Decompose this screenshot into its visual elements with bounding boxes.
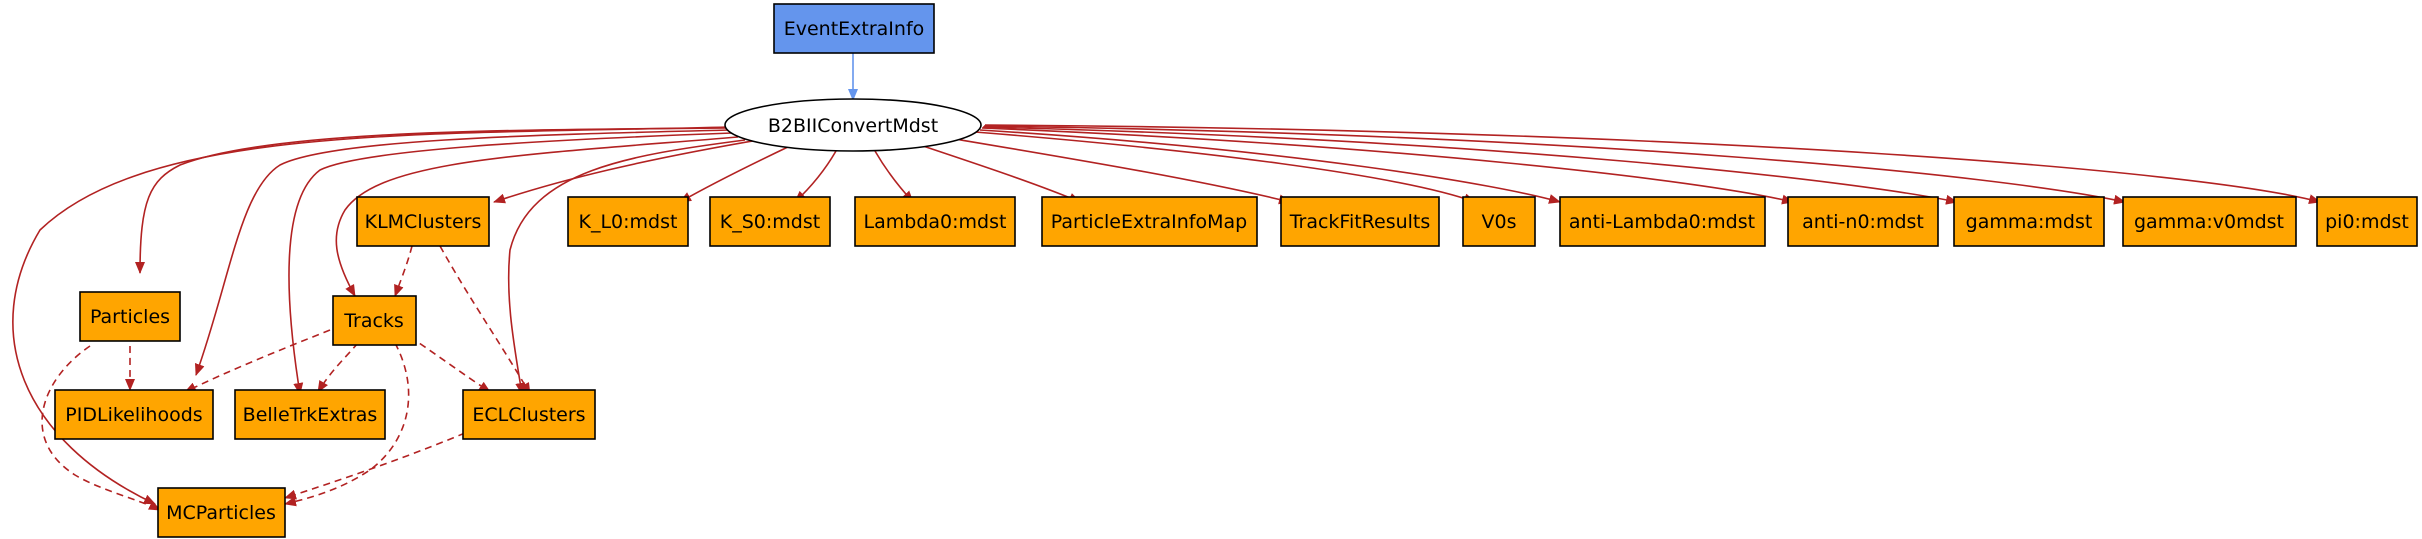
node-label: PIDLikelihoods [65, 404, 202, 426]
edge-b2biiconvertmdst-to-klmclusters [493, 137, 771, 204]
node-label: K_S0:mdst [720, 211, 820, 233]
node-particleextrainfomap[interactable]: ParticleExtraInfoMap [1041, 196, 1258, 247]
edge-b2biiconvertmdst-to-tracks [335, 136, 739, 297]
edge-eclclusters-to-mcparticles [284, 432, 466, 500]
node-v0s[interactable]: V0s [1462, 196, 1536, 247]
edge-b2biiconvertmdst-to-k-l0-mdst [679, 145, 791, 203]
edge-tracks-to-eclclusters [399, 329, 491, 393]
edge-b2biiconvertmdst-to-k-s0-mdst [794, 150, 837, 203]
node-b2biiconvertmdst[interactable]: B2BIIConvertMdst [724, 98, 982, 152]
edge-b2biiconvertmdst-to-anti-n0-mdst [981, 127, 1794, 205]
edge-tracks-to-mcparticles [284, 342, 410, 507]
edge-b2biiconvertmdst-to-gamma-v0mdst [983, 125, 2126, 205]
node-label: Particles [90, 306, 170, 328]
node-anti-n0-mdst[interactable]: anti-n0:mdst [1787, 196, 1939, 247]
node-label: V0s [1482, 211, 1517, 233]
node-eventextrainfo[interactable]: EventExtraInfo [773, 3, 935, 54]
edge-b2biiconvertmdst-to-pidlikelihoods [194, 129, 731, 376]
node-label: gamma:mdst [1966, 211, 2093, 233]
node-k-s0-mdst[interactable]: K_S0:mdst [709, 196, 831, 247]
node-anti-lambda0-mdst[interactable]: anti-Lambda0:mdst [1559, 196, 1766, 247]
node-label: anti-n0:mdst [1802, 211, 1924, 233]
node-label: B2BIIConvertMdst [768, 115, 938, 137]
node-label: MCParticles [166, 502, 276, 524]
edge-b2biiconvertmdst-to-pi0-mdst [984, 124, 2321, 205]
node-belletrkextras[interactable]: BelleTrkExtras [234, 389, 386, 440]
edge-b2biiconvertmdst-to-v0s [974, 131, 1476, 203]
node-gamma-v0mdst[interactable]: gamma:v0mdst [2122, 196, 2297, 247]
node-eclclusters[interactable]: ECLClusters [462, 389, 596, 440]
edge-b2biiconvertmdst-to-belletrkextras [288, 132, 733, 395]
edge-b2biiconvertmdst-to-eclclusters [507, 139, 746, 395]
nodes-layer: EventExtraInfo B2BIIConvertMdst KLMClust… [54, 3, 2418, 538]
node-mcparticles[interactable]: MCParticles [157, 487, 286, 538]
node-particles[interactable]: Particles [79, 291, 181, 342]
node-gamma-mdst[interactable]: gamma:mdst [1953, 196, 2105, 247]
node-label: EventExtraInfo [784, 18, 925, 40]
node-tracks[interactable]: Tracks [332, 295, 417, 346]
edge-tracks-to-belletrkextras [317, 342, 359, 393]
edge-b2biiconvertmdst-to-gamma-mdst [982, 126, 1958, 205]
edges-layer [12, 53, 2321, 511]
node-label: anti-Lambda0:mdst [1569, 211, 1755, 233]
node-trackfitresults[interactable]: TrackFitResults [1280, 196, 1440, 247]
edge-b2biiconvertmdst-to-lambda0-mdst [874, 150, 914, 203]
node-label: TrackFitResults [1289, 211, 1431, 233]
node-k-l0-mdst[interactable]: K_L0:mdst [567, 196, 689, 247]
node-klmclusters[interactable]: KLMClusters [356, 196, 490, 247]
edge-b2biiconvertmdst-to-anti-lambda0-mdst [979, 129, 1561, 204]
edge-b2biiconvertmdst-to-particleextrainfomap [919, 144, 1081, 203]
edge-particles-to-mcparticles [41, 345, 161, 511]
edge-b2biiconvertmdst-to-trackfitresults [954, 138, 1291, 205]
edge-tracks-to-pidlikelihoods [184, 329, 331, 393]
node-label: ParticleExtraInfoMap [1051, 211, 1247, 233]
node-label: KLMClusters [365, 211, 482, 233]
node-label: ECLClusters [472, 404, 585, 426]
node-label: pi0:mdst [2325, 211, 2409, 233]
node-pi0-mdst[interactable]: pi0:mdst [2316, 196, 2418, 247]
edge-klmclusters-to-tracks [394, 245, 413, 297]
node-label: K_L0:mdst [579, 211, 678, 233]
node-label: Lambda0:mdst [864, 211, 1007, 233]
node-lambda0-mdst[interactable]: Lambda0:mdst [854, 196, 1016, 247]
edge-klmclusters-to-eclclusters [439, 245, 531, 395]
node-label: BelleTrkExtras [243, 404, 378, 426]
node-label: gamma:v0mdst [2134, 211, 2284, 233]
node-pidlikelihoods[interactable]: PIDLikelihoods [54, 389, 214, 440]
node-label: Tracks [343, 310, 404, 332]
